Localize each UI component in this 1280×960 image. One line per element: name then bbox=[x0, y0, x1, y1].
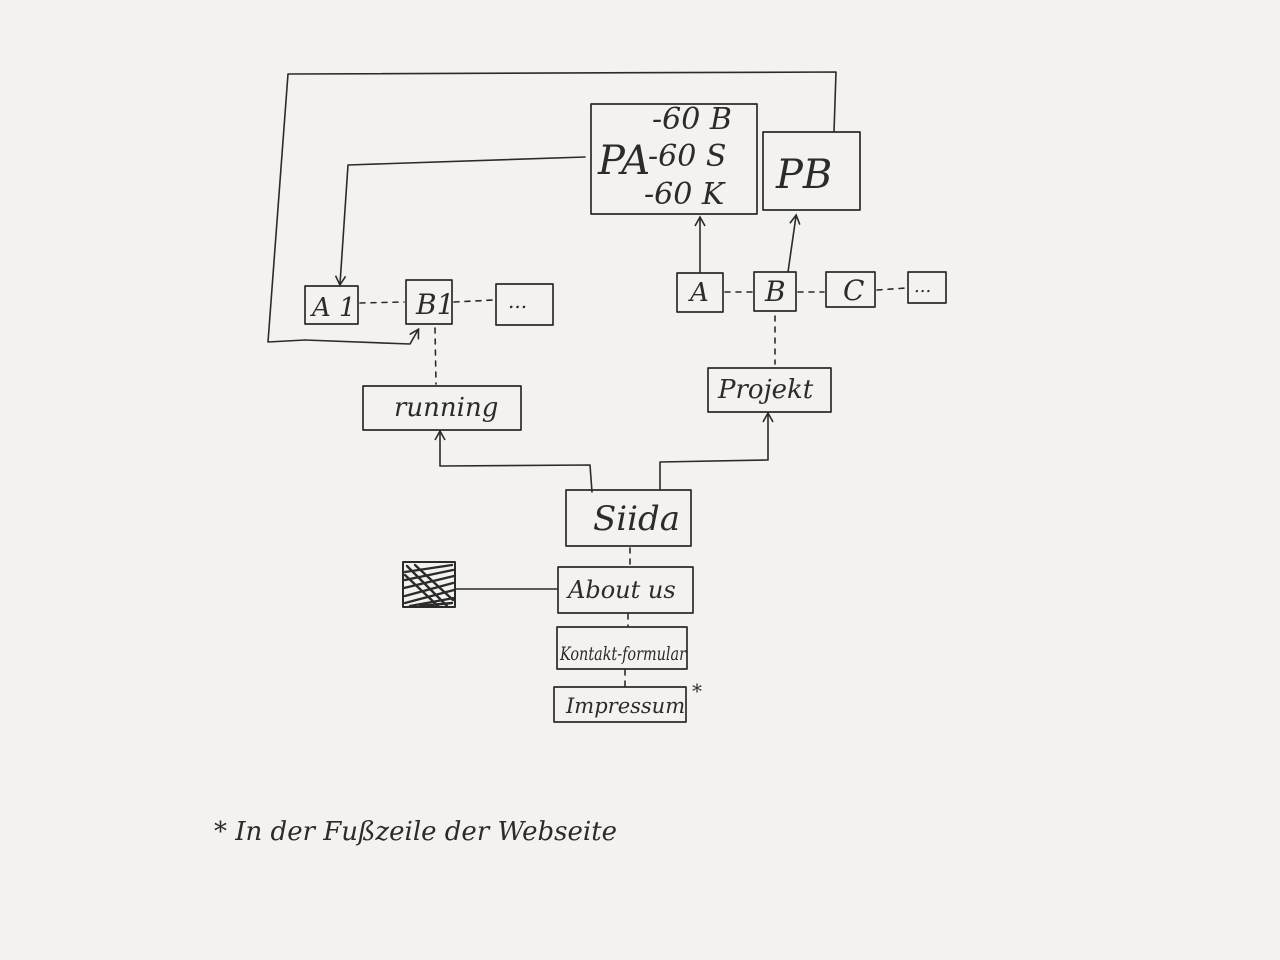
link-a1-b1 bbox=[359, 301, 405, 304]
c-box bbox=[825, 271, 876, 308]
connector-siida-to-projekt bbox=[659, 411, 774, 491]
b-box bbox=[753, 271, 797, 312]
siida-box bbox=[565, 489, 692, 547]
running-label: running bbox=[394, 393, 498, 423]
pa-label: PA bbox=[597, 138, 650, 184]
a1-label: A 1 bbox=[310, 293, 356, 323]
kontakt-label: Kontakt-formular bbox=[559, 643, 687, 665]
ellipsis-left-box bbox=[495, 283, 554, 326]
pb-box bbox=[762, 131, 861, 211]
link-running-b1 bbox=[434, 327, 437, 385]
link-c-more bbox=[876, 287, 907, 291]
connector-b-to-pb bbox=[787, 213, 801, 273]
c-label: C bbox=[843, 274, 864, 307]
connector-a1-to-b1 bbox=[304, 327, 420, 345]
siida-label: Siida bbox=[593, 499, 680, 539]
connector-pa-to-a1 bbox=[334, 156, 586, 287]
pa-item-3: -60 K bbox=[644, 177, 726, 212]
a1-box bbox=[304, 285, 359, 325]
footnote: * In der Fußzeile der Webseite bbox=[214, 817, 617, 847]
ellipsis-left-label: ... bbox=[508, 289, 527, 313]
a-label: A bbox=[688, 278, 709, 308]
pa-box bbox=[590, 103, 758, 215]
connector-siida-to-running bbox=[434, 429, 593, 493]
pa-item-2: -60 S bbox=[648, 139, 726, 174]
image-placeholder-icon bbox=[402, 561, 456, 608]
impressum-box bbox=[553, 686, 687, 723]
kontakt-box bbox=[556, 626, 688, 670]
impressum-label: Impressum bbox=[565, 694, 685, 718]
b1-label: B1 bbox=[415, 288, 454, 321]
ellipsis-right-box bbox=[907, 271, 947, 304]
link-b1-more bbox=[453, 299, 495, 303]
about-label: About us bbox=[566, 576, 676, 604]
a-box bbox=[676, 272, 724, 313]
b1-box bbox=[405, 279, 453, 325]
impressum-marker: * bbox=[692, 679, 702, 703]
pb-label: PB bbox=[775, 152, 832, 198]
b-label: B bbox=[764, 275, 786, 308]
connector-a1-to-pb bbox=[267, 71, 837, 343]
about-box bbox=[557, 566, 694, 614]
projekt-label: Projekt bbox=[717, 375, 814, 405]
ellipsis-right-label: ... bbox=[914, 276, 931, 297]
pa-item-1: -60 B bbox=[652, 102, 732, 137]
